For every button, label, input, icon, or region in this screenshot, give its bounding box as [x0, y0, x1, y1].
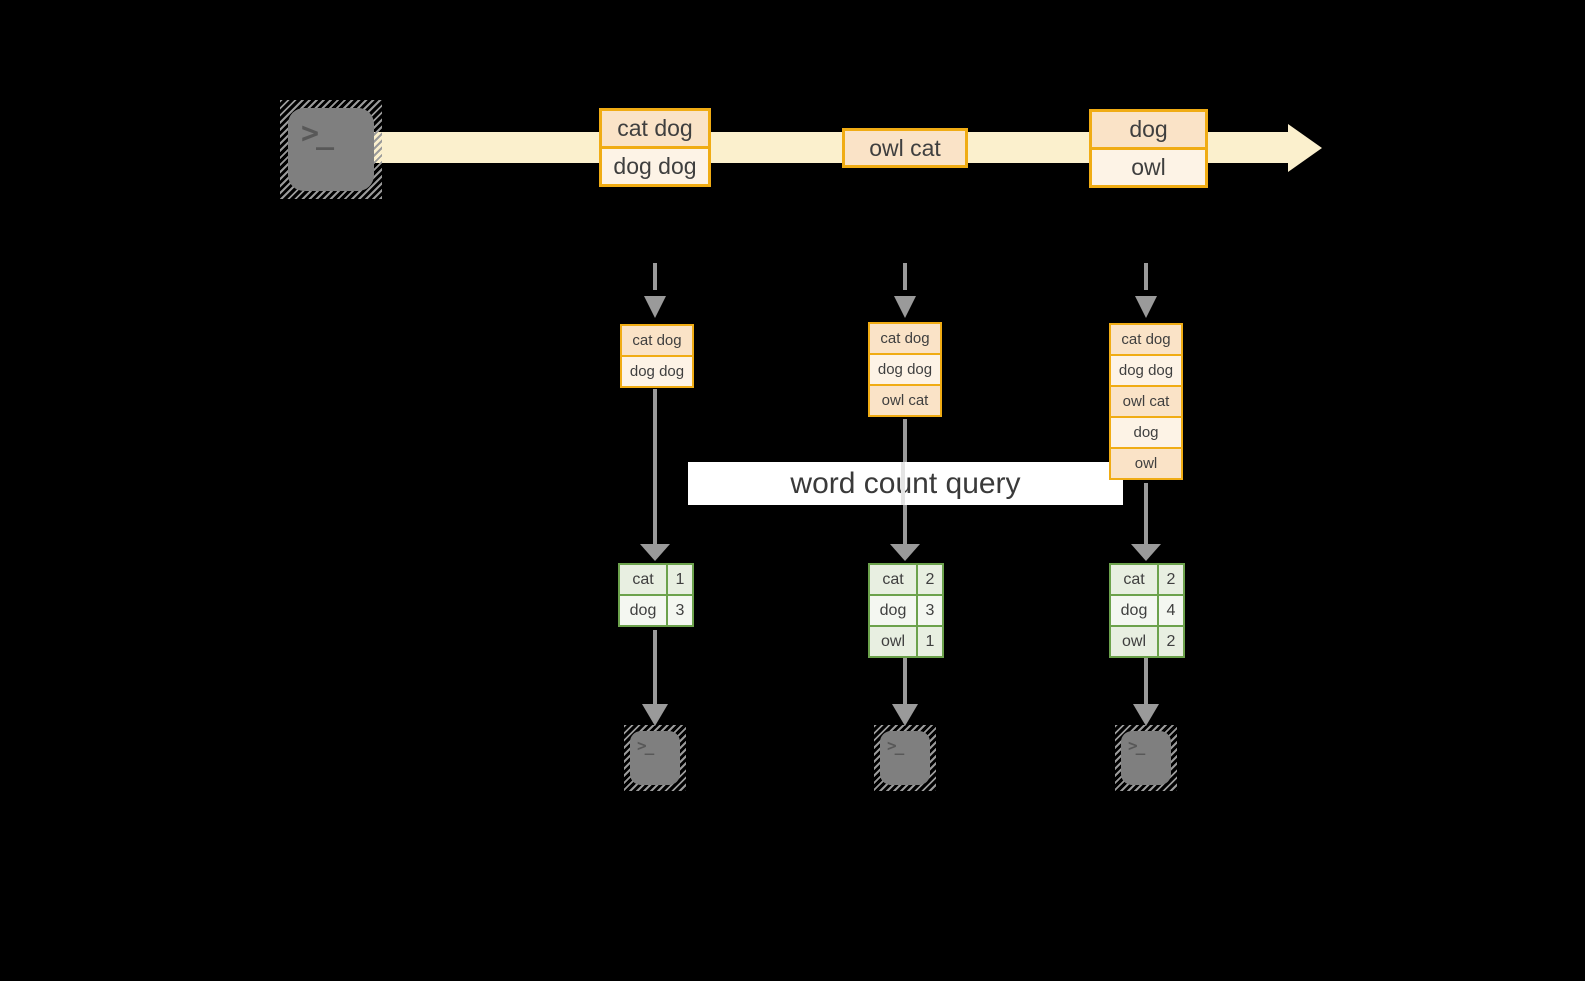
buffer-stack-1: cat dog dog dog — [620, 324, 694, 388]
sink-terminal-icon: >_ — [624, 725, 686, 791]
count-word: owl — [870, 627, 918, 656]
buffer-row: owl — [1111, 447, 1181, 478]
terminal-prompt-glyph: >_ — [637, 736, 654, 755]
count-word: cat — [870, 565, 918, 594]
terminal-screen: >_ — [880, 731, 930, 785]
stream-event-line: owl cat — [845, 131, 965, 165]
banner-line-overlay — [901, 462, 905, 505]
terminal-prompt-glyph: >_ — [1128, 736, 1145, 755]
stream-event-batch-1: cat dog dog dog — [599, 108, 711, 187]
stream-event-line: owl — [1092, 147, 1205, 185]
count-row: owl 1 — [870, 625, 942, 656]
stream-arrowhead-icon — [1288, 124, 1322, 172]
count-table-1: cat 1 dog 3 — [618, 563, 694, 627]
stream-event-batch-2: owl cat — [842, 128, 968, 168]
source-terminal-icon: >_ — [280, 100, 382, 199]
query-banner-label: word count query — [790, 466, 1021, 500]
sink-terminal-icon: >_ — [1115, 725, 1177, 791]
buffer-stack-2: cat dog dog dog owl cat — [868, 322, 942, 417]
buffer-row: cat dog — [1111, 325, 1181, 354]
count-word: cat — [620, 565, 668, 594]
buffer-row: owl cat — [1111, 385, 1181, 416]
buffer-row: owl cat — [870, 384, 940, 415]
count-value: 2 — [1166, 633, 1176, 650]
buffer-row: dog dog — [1111, 354, 1181, 385]
terminal-prompt-glyph: >_ — [887, 736, 904, 755]
terminal-prompt-glyph: >_ — [301, 116, 334, 151]
count-value: 4 — [1166, 602, 1176, 619]
stream-event-line: dog — [1092, 112, 1205, 147]
terminal-screen: >_ — [288, 108, 374, 191]
stream-event-line: cat dog — [602, 111, 708, 146]
count-table-2: cat 2 dog 3 owl 1 — [868, 563, 944, 658]
terminal-screen: >_ — [1121, 731, 1171, 785]
count-row: owl 2 — [1111, 625, 1183, 656]
count-word: cat — [1111, 565, 1159, 594]
count-row: cat 2 — [870, 565, 942, 594]
buffer-row: cat dog — [622, 326, 692, 355]
query-banner: word count query — [688, 462, 1123, 505]
stream-event-line: dog dog — [602, 146, 708, 184]
stream-event-batch-3: dog owl — [1089, 109, 1208, 188]
count-row: cat 1 — [620, 565, 692, 594]
count-word: dog — [1111, 596, 1159, 625]
count-value: 2 — [925, 571, 935, 588]
count-word: owl — [1111, 627, 1159, 656]
buffer-row: dog dog — [870, 353, 940, 384]
buffer-row: cat dog — [870, 324, 940, 353]
count-value: 3 — [675, 602, 685, 619]
count-word: dog — [620, 596, 668, 625]
sink-terminal-icon: >_ — [874, 725, 936, 791]
count-value: 1 — [925, 633, 935, 650]
buffer-row: dog dog — [622, 355, 692, 386]
count-table-3: cat 2 dog 4 owl 2 — [1109, 563, 1185, 658]
terminal-screen: >_ — [630, 731, 680, 785]
count-row: dog 4 — [1111, 594, 1183, 625]
count-value: 1 — [675, 571, 685, 588]
count-value: 3 — [925, 602, 935, 619]
count-value: 2 — [1166, 571, 1176, 588]
buffer-row: dog — [1111, 416, 1181, 447]
count-row: dog 3 — [620, 594, 692, 625]
count-row: cat 2 — [1111, 565, 1183, 594]
buffer-stack-3: cat dog dog dog owl cat dog owl — [1109, 323, 1183, 480]
count-word: dog — [870, 596, 918, 625]
count-row: dog 3 — [870, 594, 942, 625]
